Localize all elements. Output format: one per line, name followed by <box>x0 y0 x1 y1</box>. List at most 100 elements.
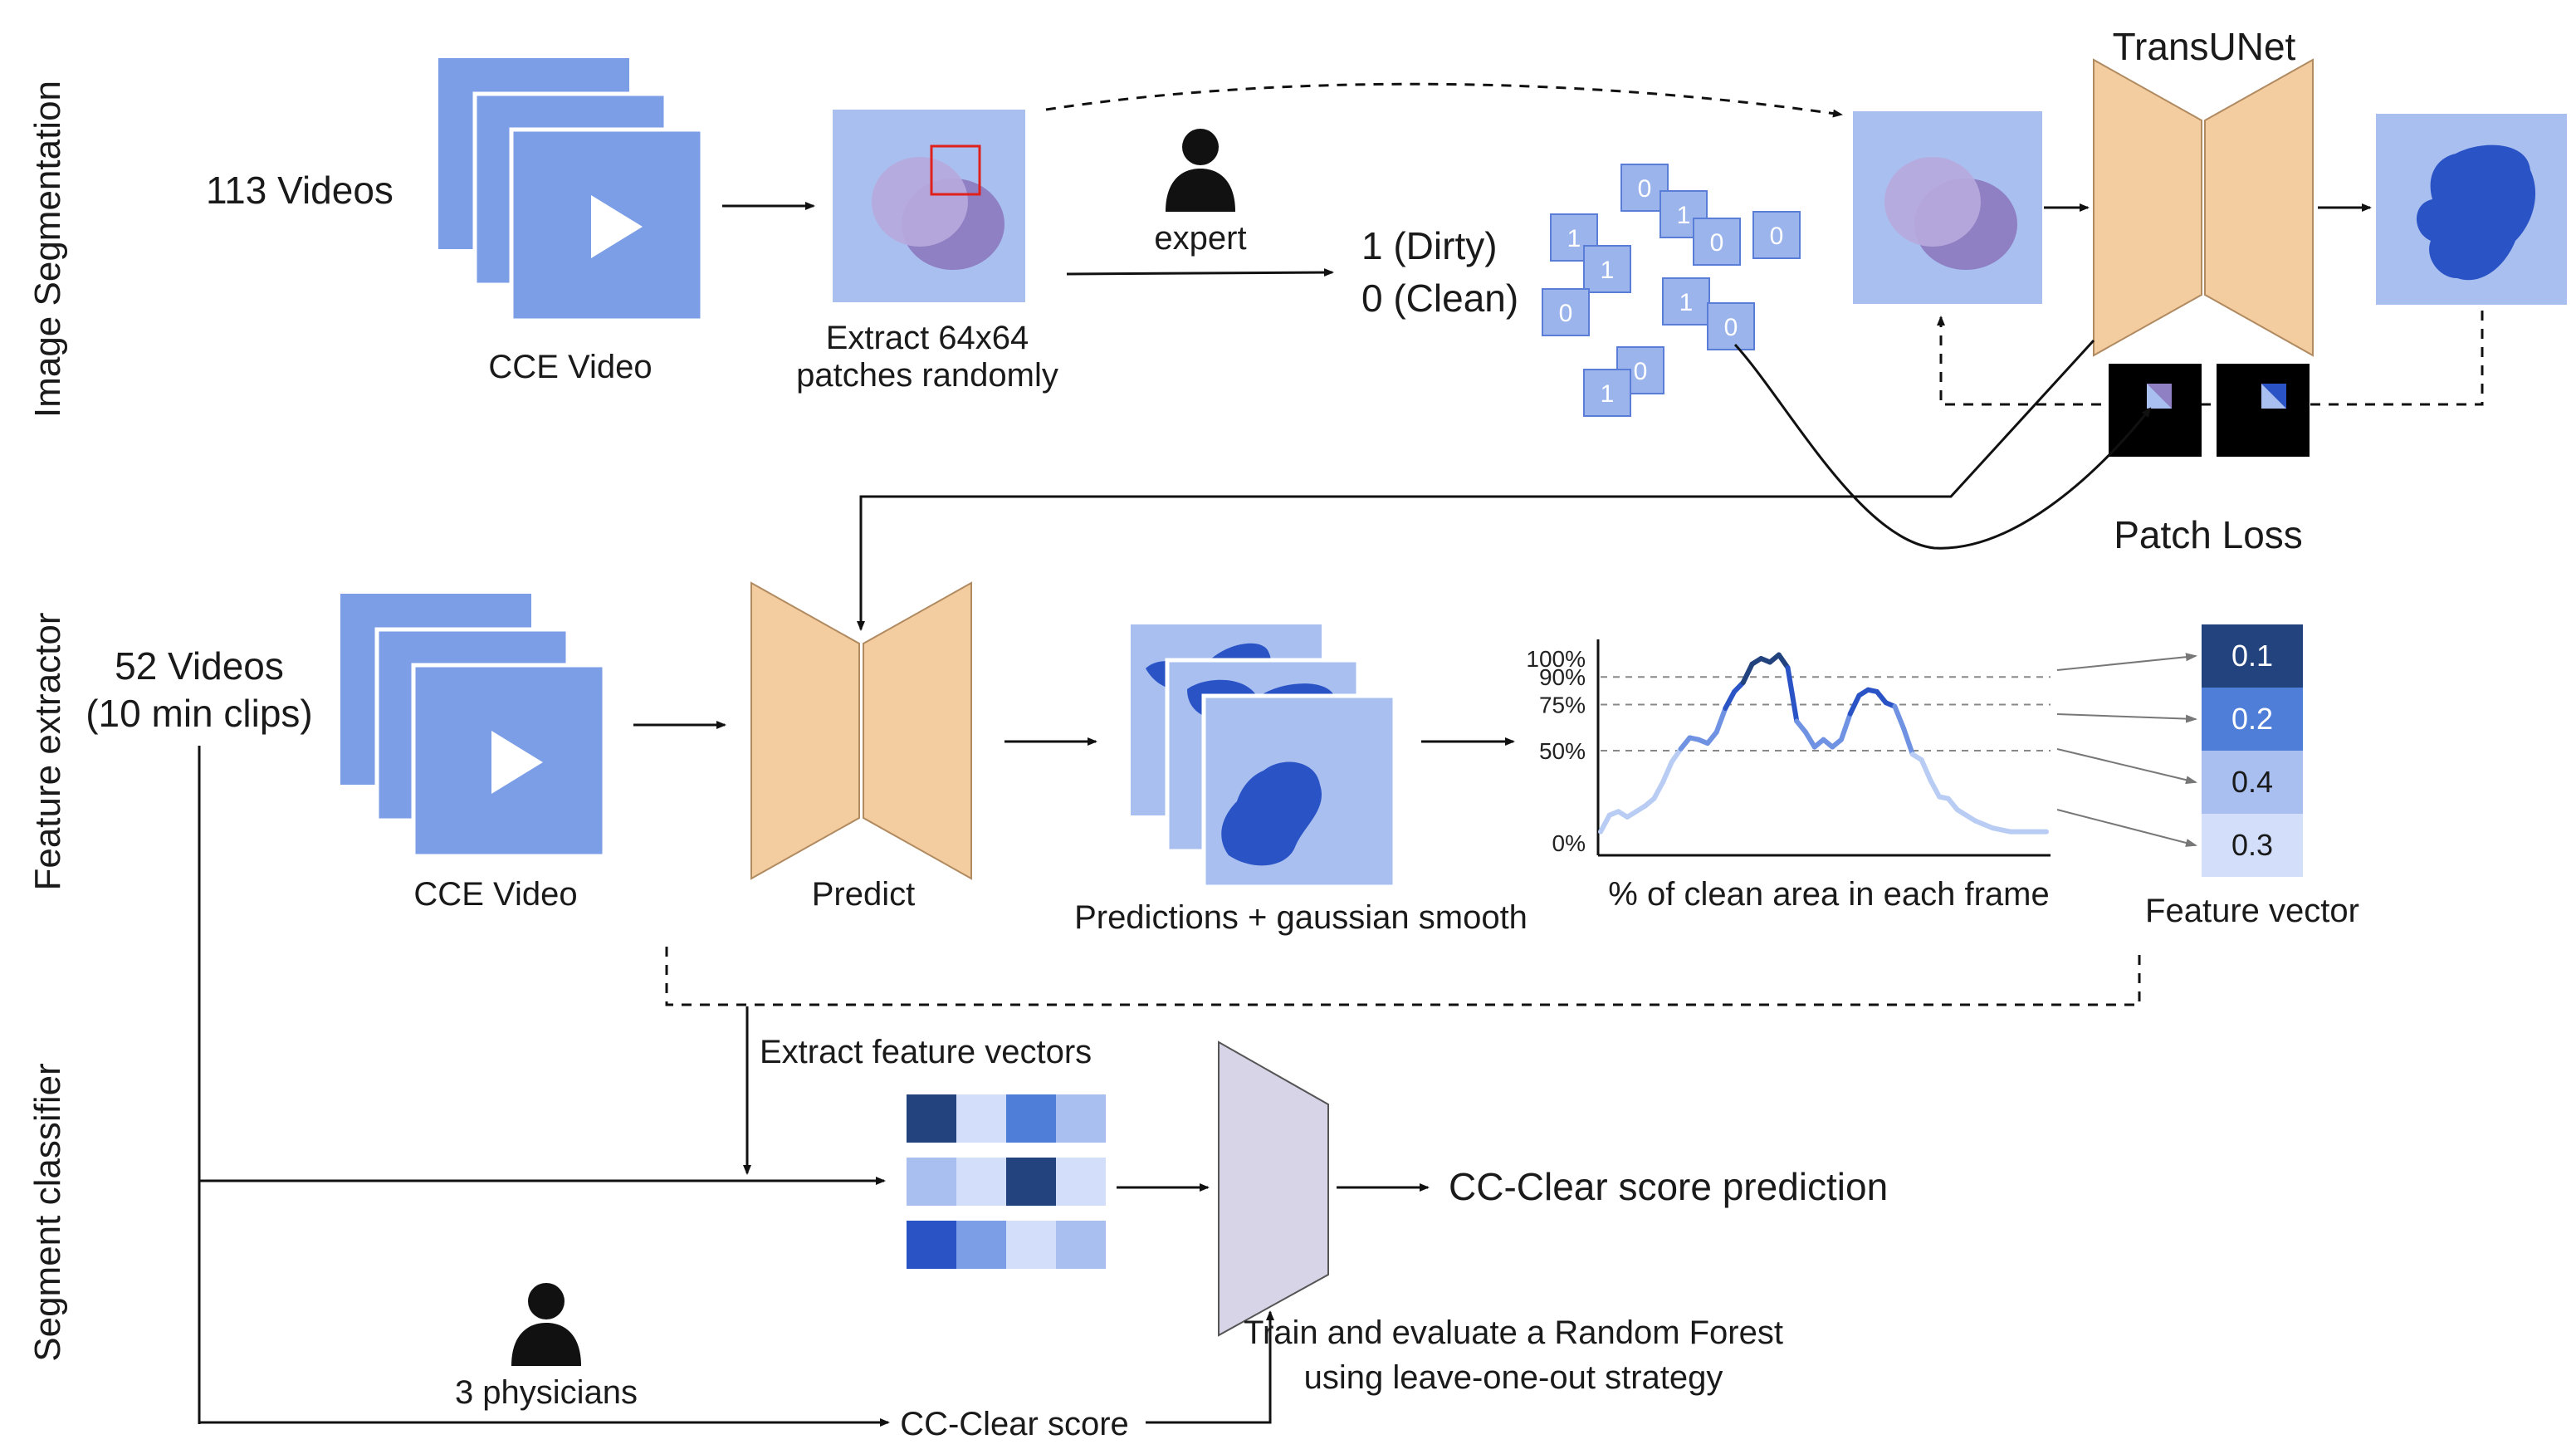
videos-label-line1: 52 Videos <box>115 644 284 688</box>
feature-value: 0.3 <box>2231 828 2273 862</box>
patch-loss-thumb-left <box>2109 364 2202 457</box>
transunet-label: TransUNet <box>2113 25 2296 68</box>
videos-label-line2: (10 min clips) <box>86 692 313 735</box>
person-icon <box>1166 129 1235 212</box>
series-segment <box>1669 746 1684 765</box>
rf-label-line2: using leave-one-out strategy <box>1304 1359 1723 1396</box>
patch-label: 1 <box>1601 380 1615 408</box>
play-icon <box>491 731 543 794</box>
series-segment <box>1919 757 1933 783</box>
feature-matrix-cell <box>956 1221 1006 1269</box>
feature-matrix-cell <box>956 1158 1006 1206</box>
patch-label: 0 <box>1634 358 1648 385</box>
patch-label: 0 <box>1638 175 1652 203</box>
rf-label-line1: Train and evaluate a Random Forest <box>1244 1314 1783 1351</box>
cce-video-stack-middle <box>340 594 607 859</box>
series-segment <box>1803 729 1817 750</box>
clean-label: 0 (Clean) <box>1361 277 1518 320</box>
series-segment <box>1838 711 1853 742</box>
feature-arrow <box>2056 653 2197 671</box>
series-segment <box>1723 688 1738 711</box>
feature-matrix-row <box>907 1158 1106 1206</box>
feature-vector: 0.1 0.2 0.4 0.3 <box>2202 624 2303 877</box>
feature-matrix-cell <box>1006 1221 1056 1269</box>
feature-cell: 0.1 <box>2202 624 2303 688</box>
patch-label: 0 <box>1710 229 1724 257</box>
patch-selection-box <box>930 144 981 196</box>
arrow-labels-to-patch-loss <box>1733 343 2152 550</box>
patch-label: 0 <box>1770 223 1784 250</box>
extract-label-line2: patches randomly <box>796 357 1058 394</box>
extract-features-label: Extract feature vectors <box>760 1034 1092 1070</box>
feature-matrix-cell <box>1056 1221 1106 1269</box>
threshold-to-feature-arrows <box>2056 653 2197 847</box>
predict-model <box>750 581 972 880</box>
feature-matrix-cell <box>907 1094 956 1143</box>
y-axis-ticks: 100%90% 75% 50% 0% <box>1526 646 1586 856</box>
feature-matrix-row <box>907 1094 1106 1143</box>
feature-matrix-cell <box>956 1094 1006 1143</box>
random-forest-classifier <box>1218 1040 1329 1337</box>
series-segment <box>1776 652 1791 671</box>
series-segment <box>1901 726 1915 757</box>
feature-cell: 0.4 <box>2202 751 2303 814</box>
y-tick-label: 75% <box>1539 693 1586 718</box>
dashed-feedback-loop <box>1937 311 2484 406</box>
segmentation-input-frame <box>1853 111 2042 304</box>
y-tick-label: 50% <box>1539 738 1586 764</box>
series-segment <box>1892 703 1907 732</box>
expert-label: expert <box>1154 220 1246 257</box>
series-segment <box>1847 693 1862 717</box>
patch-cell: 0 <box>1542 288 1590 336</box>
predictions-stack <box>1131 624 1397 889</box>
feature-matrix-cell <box>1056 1158 1106 1206</box>
feature-matrix-cell <box>1056 1094 1106 1143</box>
feature-matrix-cell <box>1006 1094 1056 1143</box>
extract-label-line1: Extract 64x64 <box>826 320 1029 356</box>
patch-label: 1 <box>1677 202 1691 229</box>
patch-loss-label: Patch Loss <box>2114 513 2303 556</box>
feature-value: 0.2 <box>2231 702 2273 736</box>
series-segment <box>1713 705 1728 735</box>
feature-value: 0.4 <box>2231 765 2273 799</box>
person-icon <box>511 1283 581 1366</box>
patch-label: 1 <box>1679 289 1694 316</box>
patch-cell: 0 <box>1752 211 1801 259</box>
section-label-image-segmentation: Image Segmentation <box>27 81 68 418</box>
videos-count-label: 113 Videos <box>206 169 393 212</box>
y-tick-label: 90% <box>1539 664 1586 690</box>
physicians-label: 3 physicians <box>455 1374 638 1411</box>
feature-cell: 0.2 <box>2202 688 2303 751</box>
y-tick-label: 100% <box>1526 646 1586 672</box>
endoscopy-frame-with-patch <box>833 110 1025 302</box>
patch-label: 1 <box>1567 225 1581 252</box>
feature-arrow <box>2056 713 2197 723</box>
feature-matrix <box>907 1094 1106 1269</box>
patch-cell: 1 <box>1583 245 1631 293</box>
patch-label: 1 <box>1601 257 1615 284</box>
dirty-label: 1 (Dirty) <box>1361 224 1498 267</box>
dashed-arrow-frame-to-input <box>1045 82 1843 118</box>
clean-area-chart: 100%90% 75% 50% 0% <box>1526 639 2051 857</box>
cce-video-stack-top <box>438 58 705 323</box>
y-tick-label: 0% <box>1552 830 1586 856</box>
series-segment <box>1651 779 1666 801</box>
arrow-score-to-classifier <box>1146 1310 1274 1424</box>
section-label-segment-classifier: Segment classifier <box>27 1063 68 1361</box>
cce-video-label-middle: CCE Video <box>413 876 577 913</box>
threshold-lines <box>1601 676 2051 751</box>
feature-arrow <box>2056 748 2197 785</box>
predict-label: Predict <box>812 876 916 913</box>
clean-area-series <box>1598 652 2049 835</box>
feature-matrix-cell <box>1006 1158 1056 1206</box>
patch-cell: 1 <box>1583 369 1631 417</box>
chart-caption: % of clean area in each frame <box>1608 876 2049 913</box>
cce-video-label-top: CCE Video <box>488 349 652 385</box>
feature-matrix-cell <box>907 1221 956 1269</box>
series-segment <box>1785 665 1800 724</box>
transunet-model <box>2093 58 2314 357</box>
series-segment <box>1660 759 1674 785</box>
series-segment <box>1928 777 1943 800</box>
